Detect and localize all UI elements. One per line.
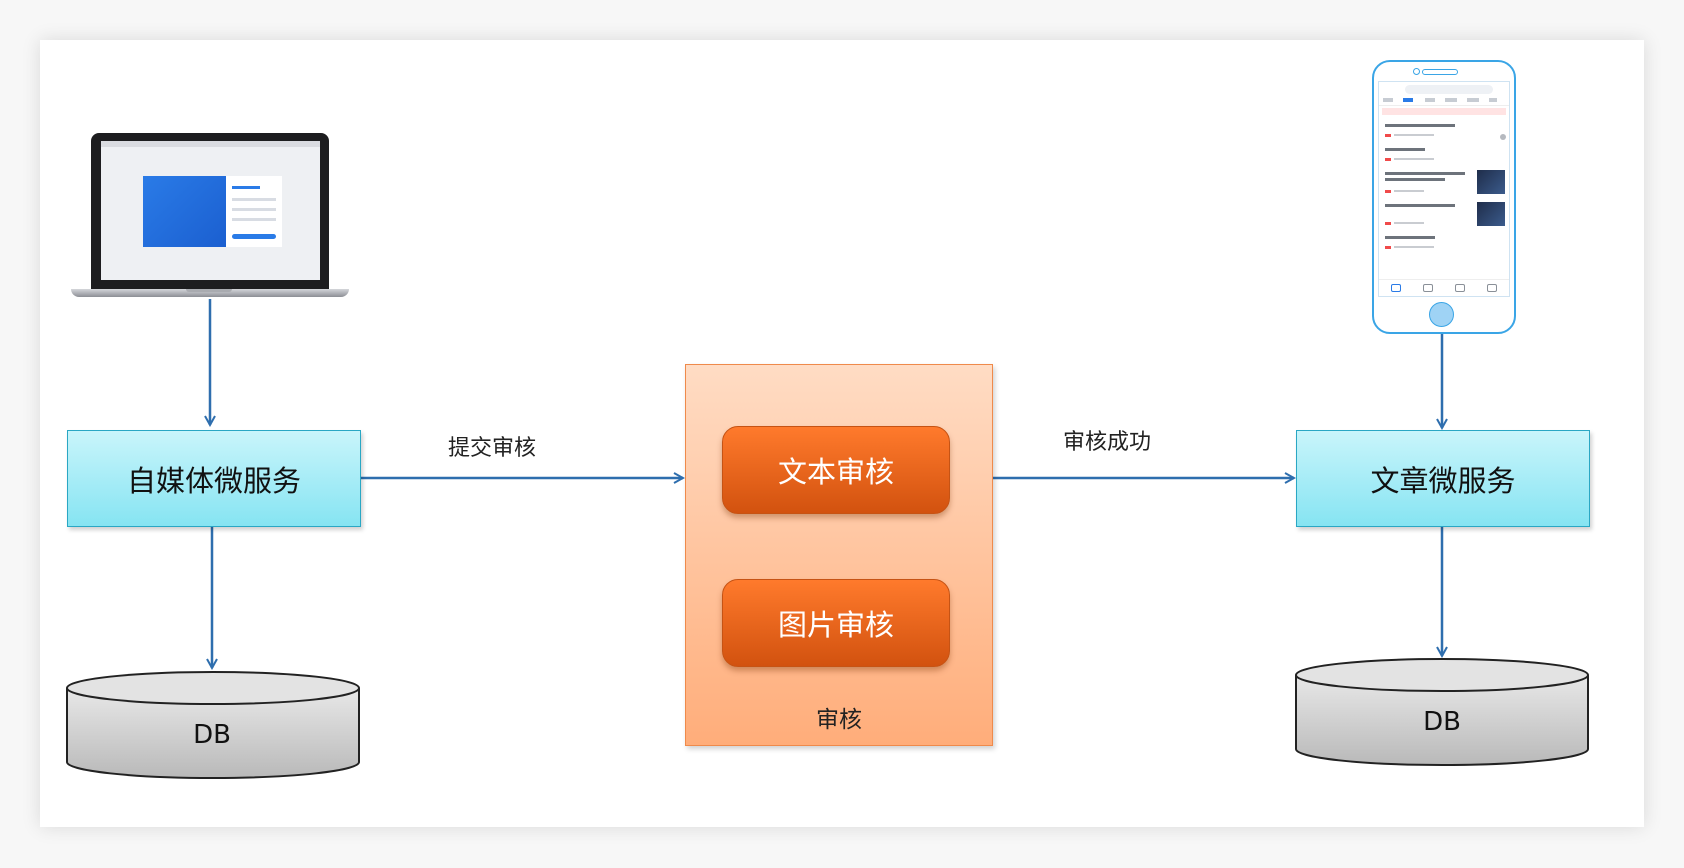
- image-audit-node: 图片审核: [722, 579, 950, 667]
- edge-label-submit: 提交审核: [448, 436, 537, 461]
- db-cylinder-right: [1295, 658, 1589, 766]
- db-left-label: DB: [193, 720, 231, 750]
- text-audit-node: 文本审核: [722, 426, 950, 514]
- article-service-node: 文章微服务: [1296, 430, 1590, 527]
- media-service-label: 自媒体微服务: [126, 463, 301, 498]
- db-right-label: DB: [1423, 707, 1461, 737]
- image-audit-label: 图片审核: [777, 608, 894, 642]
- edge-label-success: 审核成功: [1063, 430, 1152, 455]
- audit-group-label: 审核: [816, 707, 862, 733]
- text-audit-label: 文本审核: [777, 455, 894, 489]
- audit-group: 文本审核 图片审核 审核: [685, 364, 993, 746]
- media-service-node: 自媒体微服务: [67, 430, 361, 527]
- db-cylinder-left: [66, 671, 360, 779]
- article-service-label: 文章微服务: [1370, 463, 1516, 498]
